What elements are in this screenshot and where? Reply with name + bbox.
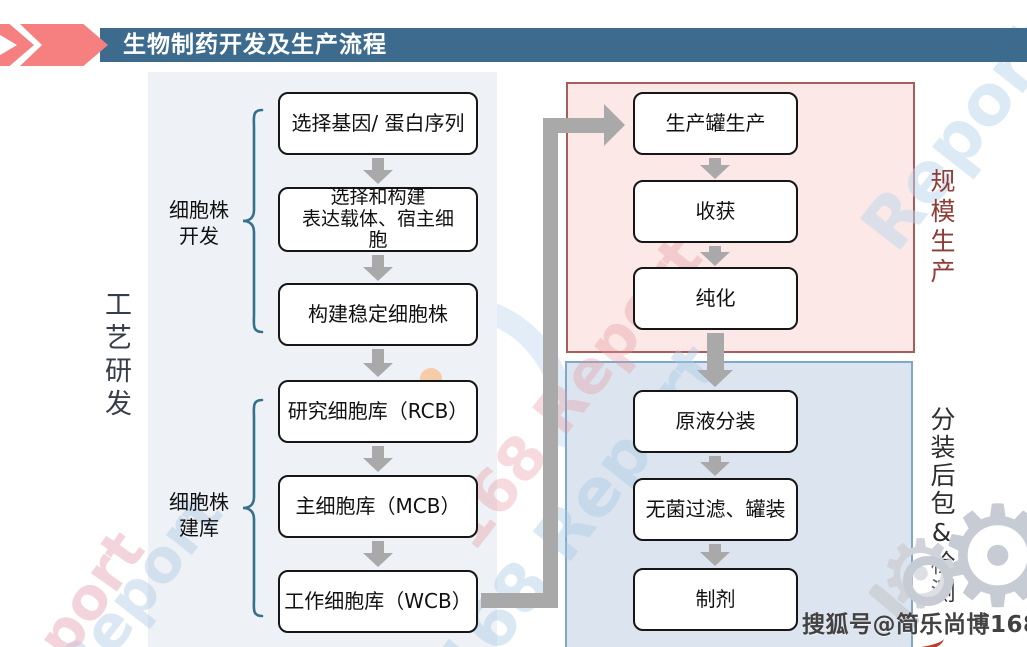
down-arrow-icon bbox=[697, 333, 733, 387]
title-banner bbox=[100, 28, 1027, 62]
sohu-watermark: 搜狐号@简乐尚博168 bbox=[802, 612, 1027, 638]
scale-production-label: 规模生产 bbox=[927, 168, 956, 288]
process-rd-panel bbox=[148, 72, 497, 647]
cell-line-dev-label: 细胞株 开发 bbox=[169, 198, 229, 248]
down-arrow-icon bbox=[700, 456, 730, 476]
cell-line-bank-brace bbox=[242, 398, 264, 618]
down-arrow-icon bbox=[363, 446, 393, 472]
down-arrow-icon bbox=[700, 158, 730, 179]
report-watermark: Report bbox=[0, 518, 158, 647]
elbow-connector bbox=[481, 593, 558, 608]
step-box-stable-cell-line: 构建稳定细胞株 bbox=[278, 283, 478, 346]
page-title: 生物制药开发及生产流程 bbox=[123, 32, 387, 58]
down-arrow-icon bbox=[363, 349, 393, 377]
step-box-formulation: 制剂 bbox=[633, 568, 798, 631]
down-arrow-icon bbox=[363, 541, 393, 567]
down-arrow-icon bbox=[700, 544, 730, 566]
step-box-purification: 纯化 bbox=[633, 267, 798, 330]
down-arrow-icon bbox=[700, 246, 730, 266]
step-box-rcb: 研究细胞库（RCB） bbox=[278, 380, 478, 443]
down-arrow-icon bbox=[363, 255, 393, 281]
cell-line-dev-brace bbox=[242, 108, 264, 334]
elbow-connector bbox=[543, 118, 604, 133]
down-arrow-icon bbox=[363, 158, 393, 184]
elbow-connector-arrowhead-icon bbox=[604, 104, 625, 146]
step-box-select-gene: 选择基因/ 蛋白序列 bbox=[278, 92, 478, 155]
step-box-harvest: 收获 bbox=[633, 180, 798, 243]
cell-line-bank-label: 细胞株 建库 bbox=[169, 490, 229, 540]
step-box-expression-vector: 选择和构建 表达载体、宿主细 胞 bbox=[278, 186, 478, 252]
process-rd-label: 工艺研发 bbox=[100, 290, 131, 422]
step-box-sterile-filter: 无菌过滤、罐装 bbox=[633, 478, 798, 541]
elbow-connector bbox=[543, 118, 558, 608]
step-box-mcb: 主细胞库（MCB） bbox=[278, 475, 478, 538]
step-box-bulk-filling: 原液分装 bbox=[633, 390, 798, 453]
step-box-bioreactor: 生产罐生产 bbox=[633, 92, 798, 155]
step-box-wcb: 工作细胞库（WCB） bbox=[278, 570, 478, 633]
magnifier-lens-icon bbox=[903, 556, 953, 606]
